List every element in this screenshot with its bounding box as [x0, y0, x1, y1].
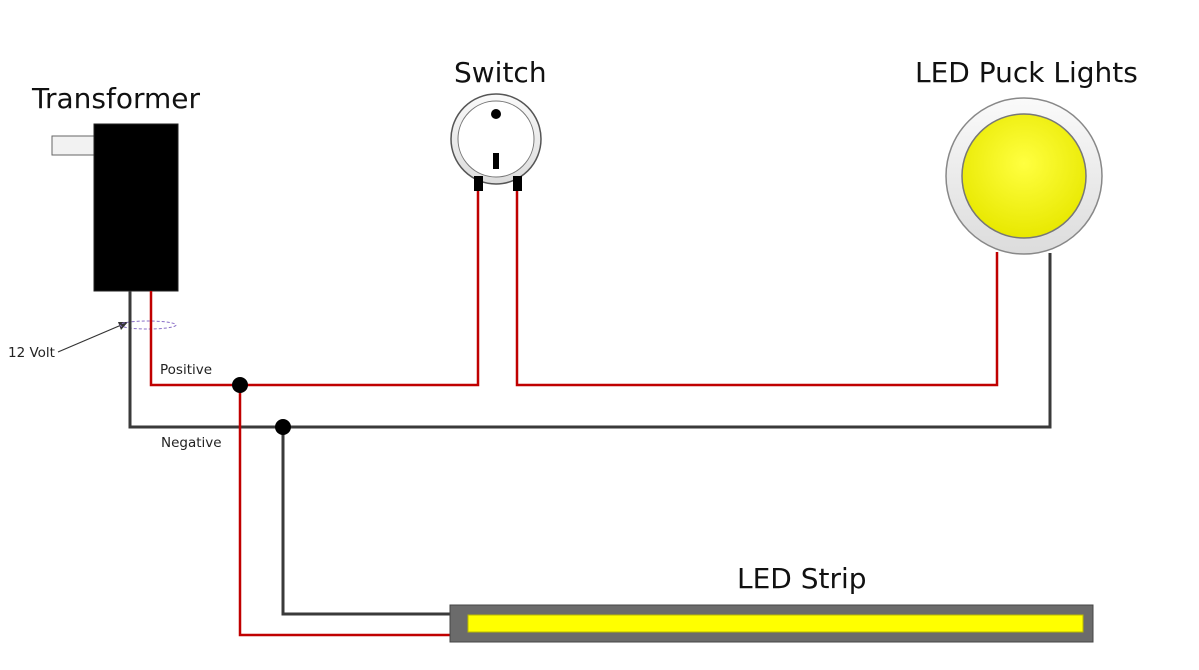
negative-junction-dot — [275, 419, 291, 435]
strip-led — [467, 614, 1084, 633]
positive-switched-wire — [515, 189, 999, 387]
switch-indicator-dot — [491, 109, 501, 119]
voltage-ellipse — [119, 320, 177, 330]
negative-label: Negative — [161, 435, 222, 451]
puck-lens — [961, 113, 1087, 239]
led-strip — [449, 604, 1094, 643]
positive-main-wire — [149, 189, 480, 387]
negative-strip-wire — [281, 427, 455, 616]
negative-wires — [128, 253, 1052, 616]
negative-main-wire — [128, 253, 1052, 429]
led-puck-light — [945, 97, 1103, 255]
transformer-body — [93, 123, 179, 292]
led-strip-label: LED Strip — [737, 562, 867, 595]
puck-lights-label: LED Puck Lights — [915, 56, 1138, 89]
switch-face — [457, 100, 535, 178]
switch-terminal-left — [474, 176, 483, 191]
transformer-plug — [51, 135, 97, 156]
voltage-label: 12 Volt — [8, 345, 55, 361]
switch — [450, 93, 542, 191]
positive-label: Positive — [160, 362, 212, 378]
switch-label: Switch — [454, 56, 547, 89]
switch-terminal-right — [513, 176, 522, 191]
positive-wires — [149, 189, 999, 637]
transformer-label: Transformer — [31, 82, 201, 115]
voltage-arrowhead — [118, 322, 128, 330]
switch-toggle-slot — [493, 153, 499, 169]
voltage-arrow — [57, 322, 127, 353]
transformer — [51, 123, 179, 292]
positive-strip-wire — [238, 385, 455, 637]
positive-junction-dot — [232, 377, 248, 393]
